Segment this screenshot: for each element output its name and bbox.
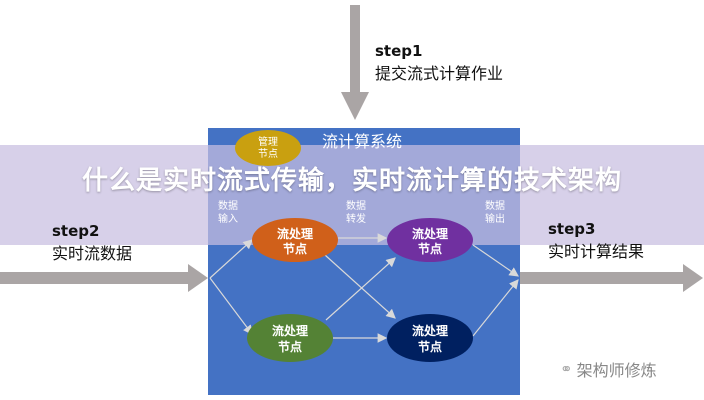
page-title: 什么是实时流式传输，实时流计算的技术架构 [81, 166, 622, 196]
step2-arrow [0, 264, 208, 292]
wechat-icon: ⚭ [560, 360, 573, 378]
flow-arrows [209, 233, 519, 343]
step1-text: 提交流式计算作业 [375, 64, 504, 83]
stream-node-navy: 流处理 节点 [387, 314, 473, 362]
svg-text:流处理: 流处理 [412, 323, 448, 338]
manage-node-label: 节点 [258, 148, 278, 160]
svg-text:节点: 节点 [283, 241, 307, 256]
step2-number: step2 [52, 222, 100, 240]
step1-number: step1 [375, 42, 423, 60]
step2-label: step2 实时流数据 [52, 222, 132, 264]
svg-text:流处理: 流处理 [412, 226, 448, 241]
input-label: 输入 [218, 212, 238, 225]
stream-node-orange: 流处理 节点 [252, 218, 338, 262]
svg-text:节点: 节点 [278, 339, 302, 354]
forward-label: 转发 [346, 212, 366, 225]
watermark: ⚭ 架构师修炼 [560, 357, 657, 381]
svg-text:节点: 节点 [418, 339, 442, 354]
step3-number: step3 [548, 220, 596, 238]
step1-label: step1 提交流式计算作业 [375, 42, 503, 84]
manage-node: 管理 节点 [235, 130, 301, 166]
watermark-text: 架构师修炼 [576, 361, 657, 380]
step2-text: 实时流数据 [52, 244, 133, 263]
forward-label: 数据 [346, 199, 366, 212]
title-overlay-band [0, 145, 704, 245]
step3-arrow [520, 264, 703, 292]
manage-node-label: 管理 [258, 135, 278, 148]
output-label: 输出 [485, 212, 505, 225]
svg-text:流处理: 流处理 [272, 323, 308, 338]
step3-text: 实时计算结果 [548, 242, 645, 261]
input-label: 数据 [218, 199, 238, 212]
stream-node-green: 流处理 节点 [247, 314, 333, 362]
output-label: 数据 [485, 199, 505, 212]
step3-label: step3 实时计算结果 [548, 220, 644, 262]
svg-text:流处理: 流处理 [277, 226, 313, 241]
system-title: 流计算系统 [322, 132, 402, 151]
stream-node-purple: 流处理 节点 [387, 218, 473, 262]
svg-text:节点: 节点 [418, 241, 442, 256]
step1-arrow [341, 5, 369, 120]
